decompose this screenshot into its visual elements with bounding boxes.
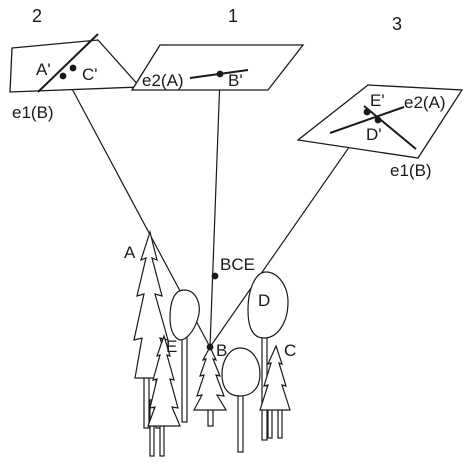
tree-round-left xyxy=(169,289,200,423)
point-d-prime xyxy=(374,116,382,124)
ray-camera-1 xyxy=(209,76,221,348)
tree-c xyxy=(259,344,291,439)
label-tree-a: A xyxy=(124,243,136,262)
label-e1b-plane-3: e1(B) xyxy=(390,161,432,180)
image-plane-1 xyxy=(130,44,305,91)
label-c-prime: C' xyxy=(82,65,98,84)
tree-e xyxy=(147,334,181,457)
label-e-prime: E' xyxy=(370,91,385,110)
label-d-prime: D' xyxy=(366,125,382,144)
camera-number-1: 1 xyxy=(228,6,238,26)
epipolar-line-e1-plane-3 xyxy=(363,105,417,150)
label-b-prime: B' xyxy=(228,71,243,90)
point-b-prime xyxy=(216,70,224,78)
camera-number-3: 3 xyxy=(392,14,402,34)
label-tree-b: B xyxy=(216,341,227,360)
ray-camera-3 xyxy=(209,119,369,348)
label-tree-d: D xyxy=(258,291,270,310)
label-tree-c: C xyxy=(284,341,296,360)
point-e-prime xyxy=(363,108,371,116)
tree-round-bottom xyxy=(221,347,261,453)
label-bce: BCE xyxy=(220,255,255,274)
point-c-prime xyxy=(69,64,77,72)
label-a-prime: A' xyxy=(36,60,51,79)
label-e1b-plane-2: e1(B) xyxy=(12,103,54,122)
camera-number-2: 2 xyxy=(32,6,42,26)
point-a-prime xyxy=(59,72,67,80)
label-e2a-plane-1: e2(A) xyxy=(142,71,184,90)
epipolar-line-plane-2 xyxy=(37,33,99,93)
label-e2a-plane-3: e2(A) xyxy=(404,93,446,112)
point-bce xyxy=(211,272,219,280)
epipolar-line-e2-plane-3 xyxy=(329,106,405,134)
label-tree-e: E xyxy=(166,337,177,356)
tree-b xyxy=(193,345,228,427)
point-b xyxy=(206,343,214,351)
